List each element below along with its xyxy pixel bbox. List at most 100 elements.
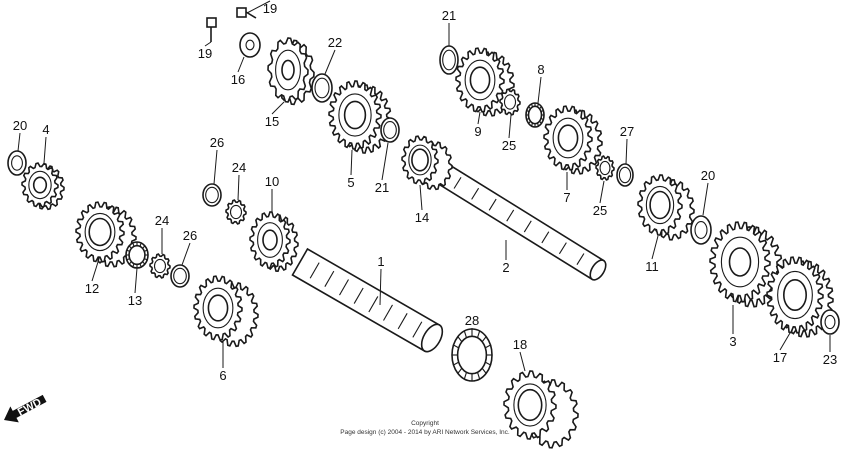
callout-part-19-18: 19 <box>246 0 277 16</box>
bearing-part-8 <box>525 102 545 128</box>
callout-part-18-17: 18 <box>513 337 527 372</box>
bearing-part-13 <box>125 241 149 269</box>
callout-label-part-26-31: 26 <box>183 228 197 243</box>
callout-label-part-4-3: 4 <box>42 122 49 137</box>
callout-part-24-26: 24 <box>232 160 246 201</box>
callout-part-1-0: 1 <box>377 254 385 306</box>
callout-label-part-5-4: 5 <box>347 175 354 190</box>
circlip-part-26 <box>202 183 222 207</box>
gear-part-5 <box>328 80 392 154</box>
callout-part-8-7: 8 <box>537 62 545 104</box>
callout-part-7-6: 7 <box>563 172 571 205</box>
callout-label-part-6-5: 6 <box>219 368 226 383</box>
callout-label-part-7-6: 7 <box>563 190 570 205</box>
callout-label-part-20-21: 20 <box>701 168 715 183</box>
washer-part-23 <box>820 309 840 335</box>
callout-label-part-16-15: 16 <box>231 72 245 87</box>
circlip-part-27 <box>616 163 634 187</box>
plate-part-16 <box>239 32 261 58</box>
washer-part-22 <box>311 73 333 103</box>
gear-part-3 <box>709 221 783 308</box>
callout-label-part-9-8: 9 <box>474 124 481 139</box>
callout-label-part-28-33: 28 <box>465 313 479 328</box>
callout-part-5-4: 5 <box>347 149 355 190</box>
fwd-label: FWD <box>16 396 44 418</box>
callout-label-part-24-27: 24 <box>155 213 169 228</box>
callout-part-17-16: 17 <box>773 332 791 365</box>
spline-washer-part-24-left <box>149 253 171 279</box>
countershaft <box>433 161 607 281</box>
washer-part-21 <box>439 45 459 75</box>
gear-part-12 <box>75 201 137 268</box>
gear-part-14 <box>401 135 453 191</box>
callout-part-16-15: 16 <box>231 56 245 87</box>
callout-part-13-12: 13 <box>128 267 142 308</box>
washer-part-20-left <box>7 150 27 176</box>
callout-label-part-23-25: 23 <box>823 352 837 367</box>
callout-label-part-12-11: 12 <box>85 281 99 296</box>
callout-part-25-28: 25 <box>502 114 516 153</box>
callout-label-part-21-23: 21 <box>375 180 389 195</box>
needle-bearing-part-28 <box>451 328 493 382</box>
callout-part-27-32: 27 <box>620 124 634 165</box>
callout-label-part-18-17: 18 <box>513 337 527 352</box>
callout-label-part-17-16: 17 <box>773 350 787 365</box>
callout-part-4-3: 4 <box>42 122 50 164</box>
callout-label-part-25-29: 25 <box>593 203 607 218</box>
gear-part-7 <box>543 105 603 175</box>
callout-label-part-24-26: 24 <box>232 160 246 175</box>
callout-part-21-23: 21 <box>375 142 389 195</box>
callout-label-part-25-28: 25 <box>502 138 516 153</box>
callout-label-part-13-12: 13 <box>128 293 142 308</box>
callout-label-part-10-9: 10 <box>265 174 279 189</box>
gear-part-4 <box>21 162 65 211</box>
sprocket-part-15 <box>267 37 315 106</box>
callout-label-part-8-7: 8 <box>537 62 544 77</box>
spline-washer-part-24 <box>225 199 247 225</box>
callout-label-part-19-18: 19 <box>263 1 277 16</box>
callout-label-part-15-14: 15 <box>265 114 279 129</box>
callout-part-20-21: 20 <box>701 168 715 216</box>
callout-label-part-22-24: 22 <box>328 35 342 50</box>
bolt-part-19-lower <box>206 17 217 42</box>
callout-label-part-26-30: 26 <box>210 135 224 150</box>
callout-part-21-22: 21 <box>442 8 456 46</box>
callout-label-part-11-10: 11 <box>645 259 659 274</box>
callout-part-26-31: 26 <box>181 228 197 266</box>
callout-label-part-21-22: 21 <box>442 8 456 23</box>
callout-label-part-19-19: 19 <box>198 46 212 61</box>
fwd-arrow-icon: FWD <box>4 394 47 423</box>
callout-part-25-29: 25 <box>593 180 607 218</box>
copyright-notice: Page design (c) 2004 - 2014 by ARI Netwo… <box>340 429 510 436</box>
callout-label-part-1-0: 1 <box>377 254 384 269</box>
callout-label-part-27-32: 27 <box>620 124 634 139</box>
copyright-heading: Copyright <box>411 420 439 427</box>
gear-part-10 <box>249 211 299 273</box>
callout-part-3-2: 3 <box>729 305 737 349</box>
callout-part-14-13: 14 <box>415 184 429 225</box>
spline-washer-part-25-lower <box>595 155 615 181</box>
callout-part-23-25: 23 <box>823 335 837 367</box>
callout-part-26-30: 26 <box>210 135 224 185</box>
callout-label-part-20-20: 20 <box>13 118 27 133</box>
gear-part-11 <box>637 174 695 241</box>
mainshaft <box>291 247 444 353</box>
spline-washer-part-25 <box>499 88 521 116</box>
gear-part-17 <box>766 256 834 338</box>
circlip-part-26-left <box>170 264 190 288</box>
gear-part-18 <box>503 370 579 449</box>
callout-part-19-19: 19 <box>198 41 212 61</box>
callout-part-6-5: 6 <box>219 342 227 383</box>
washer-part-20 <box>690 215 712 245</box>
callout-part-11-10: 11 <box>645 235 659 274</box>
callout-label-part-14-13: 14 <box>415 210 429 225</box>
callout-part-24-27: 24 <box>155 213 169 254</box>
callout-part-28-33: 28 <box>465 313 479 331</box>
callout-part-20-20: 20 <box>13 118 27 152</box>
callout-label-part-2-1: 2 <box>502 260 509 275</box>
callout-part-12-11: 12 <box>85 261 99 296</box>
callout-label-part-3-2: 3 <box>729 334 736 349</box>
callout-part-22-24: 22 <box>324 35 342 75</box>
callout-part-15-14: 15 <box>265 101 285 129</box>
